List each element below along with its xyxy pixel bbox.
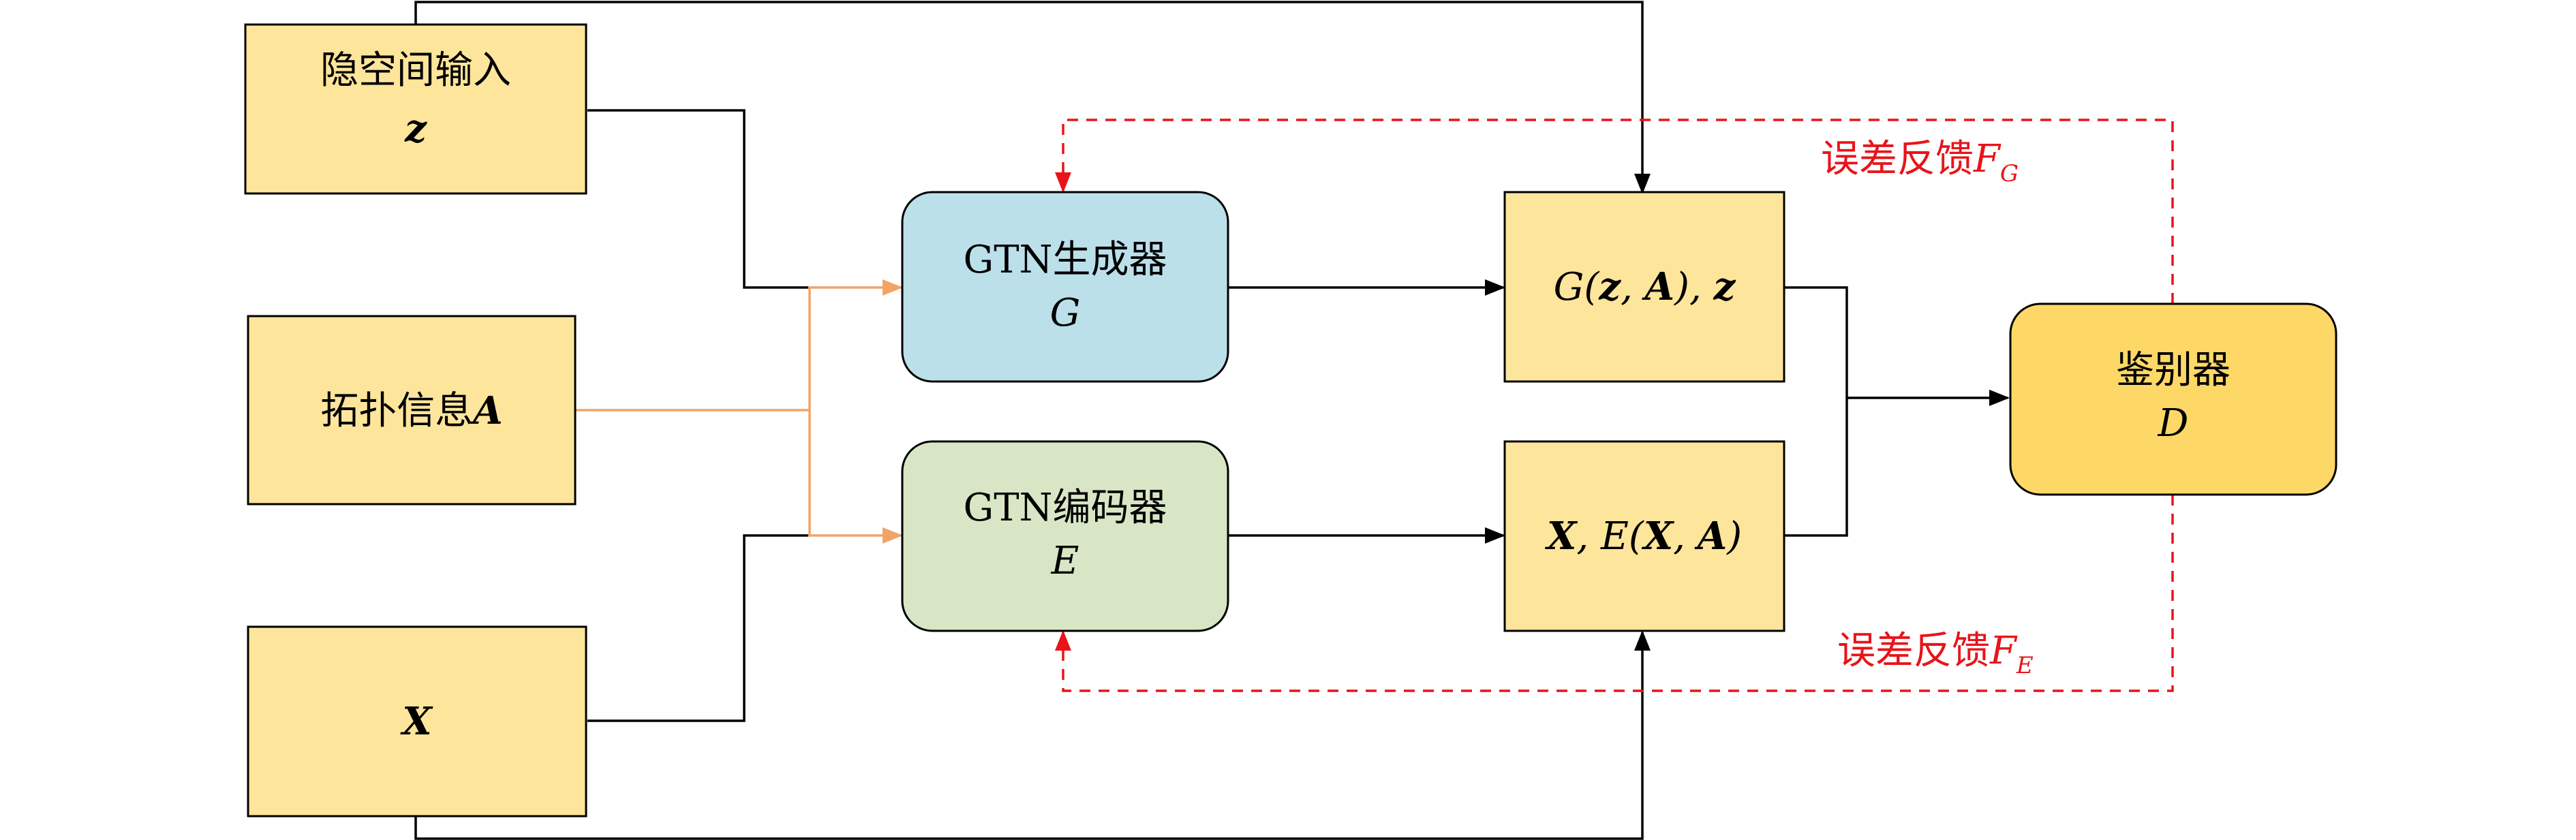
latent-symbol: z: [404, 106, 427, 151]
generator-label: GTN生成器: [963, 238, 1167, 282]
edge-features-to-enc-output: [414, 630, 1651, 840]
node-encoder-output: X, E(X, A): [1503, 440, 1785, 632]
feedback-encoder-label: 误差反馈FE: [1837, 629, 2034, 679]
generator-output-formula: G(z, A), z: [1554, 264, 1736, 309]
encoder-output-formula: X, E(X, A): [1545, 514, 1742, 559]
node-latent-input: 隐空间输入 z: [244, 23, 587, 195]
node-generator: GTN生成器 G: [901, 191, 1229, 383]
edge-gen-output-to-merge: [1784, 286, 1848, 537]
edge-latent-to-gen-output: [414, 1, 1651, 194]
svg-text:拓扑信息A: 拓扑信息A: [320, 388, 502, 433]
features-symbol: X: [400, 699, 433, 744]
edge-feedback-encoder: [1055, 495, 2174, 692]
edge-features-to-encoder: [587, 534, 808, 722]
edge-latent-to-generator: [587, 109, 808, 289]
node-features: X: [247, 625, 587, 818]
feedback-generator-label: 误差反馈FG: [1821, 137, 2019, 187]
node-discriminator: 鉴别器 D: [2009, 302, 2337, 496]
node-generator-output: G(z, A), z: [1503, 191, 1785, 383]
discriminator-symbol: D: [2158, 401, 2189, 446]
generator-symbol: G: [1050, 291, 1081, 335]
node-encoder: GTN编码器 E: [901, 440, 1229, 632]
topology-symbol: A: [470, 388, 502, 433]
latent-label: 隐空间输入: [320, 48, 511, 93]
topology-label: 拓扑信息: [320, 389, 473, 433]
discriminator-label: 鉴别器: [2116, 348, 2230, 392]
node-topology-info: 拓扑信息A: [247, 315, 577, 505]
encoder-label: GTN编码器: [963, 486, 1167, 530]
encoder-symbol: E: [1051, 539, 1079, 583]
